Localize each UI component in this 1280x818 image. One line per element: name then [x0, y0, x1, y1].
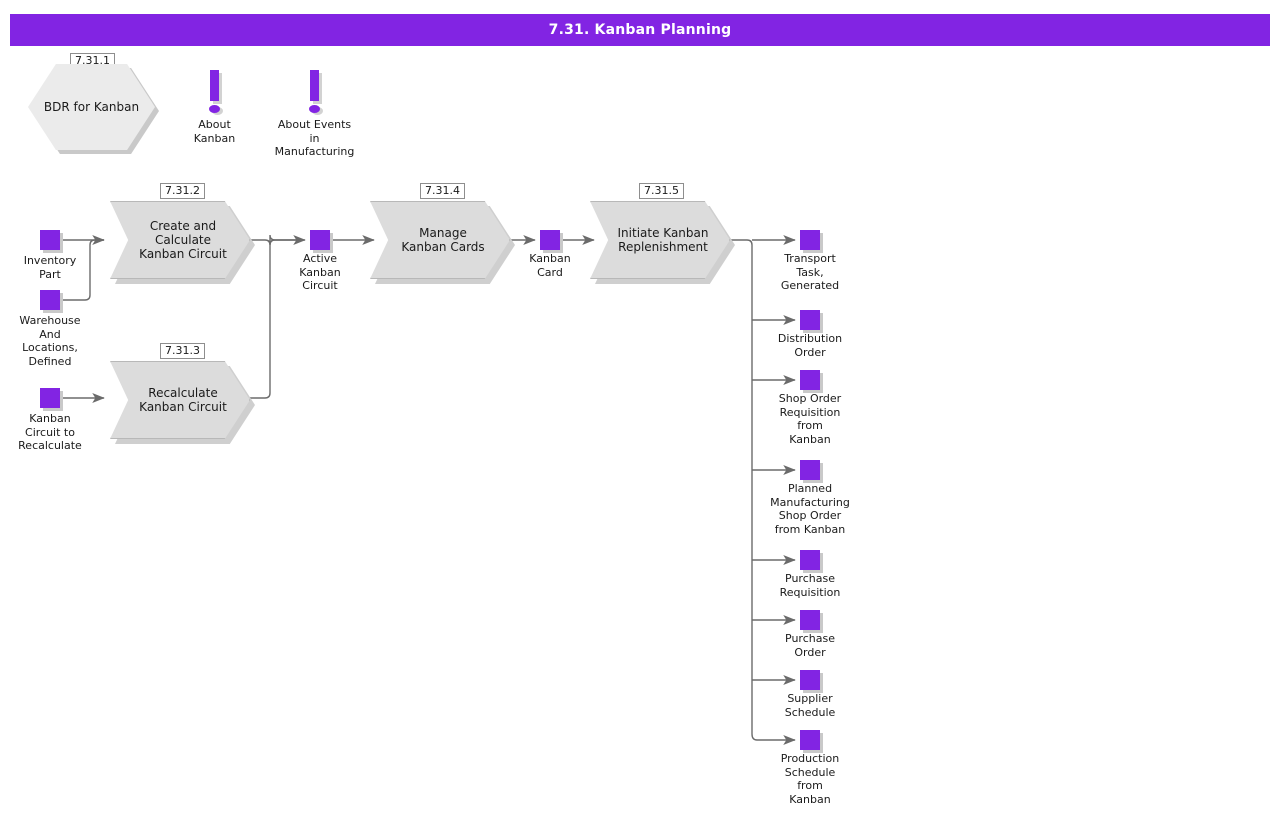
manage-kanban-cards-label: Manage Kanban Cards	[401, 226, 485, 254]
hexagon-shape: BDR for Kanban	[28, 64, 155, 150]
kanban-card-label: Kanban Card	[529, 252, 571, 279]
chevron-shape: Create and Calculate Kanban Circuit	[110, 201, 250, 279]
data-square-icon	[800, 230, 820, 250]
bdr-for-kanban-label: BDR for Kanban	[43, 100, 140, 114]
node-bdr-for-kanban[interactable]: BDR for Kanban	[28, 64, 159, 154]
about-kanban-label: About Kanban	[193, 118, 236, 145]
exclamation-icon	[210, 70, 219, 101]
id-tag-7-31-3: 7.31.3	[160, 343, 205, 359]
data-square-icon	[800, 730, 820, 750]
data-square-icon	[800, 310, 820, 330]
node-about-events-in-manufacturing[interactable]: About Events in Manufacturing	[275, 70, 354, 158]
data-square-icon	[800, 610, 820, 630]
kanban-circuit-to-recalculate-label: Kanban Circuit to Recalculate	[18, 412, 82, 452]
data-square-icon	[40, 230, 60, 250]
warehouse-and-locations-defined-label: Warehouse And Locations, Defined	[19, 314, 81, 368]
inventory-part-label: Inventory Part	[23, 254, 77, 281]
chevron-shape: Initiate Kanban Replenishment	[590, 201, 730, 279]
node-initiate-kanban-replenishment[interactable]: Initiate Kanban Replenishment	[590, 201, 735, 284]
data-square-icon	[310, 230, 330, 250]
initiate-kanban-replenishment-label: Initiate Kanban Replenishment	[617, 226, 709, 254]
node-manage-kanban-cards[interactable]: Manage Kanban Cards	[370, 201, 515, 284]
supplier-schedule-label: Supplier Schedule	[784, 692, 836, 719]
data-square-icon	[540, 230, 560, 250]
data-square-icon	[800, 370, 820, 390]
purchase-requisition-label: Purchase Requisition	[779, 572, 841, 599]
about-events-in-manufacturing-label: About Events in Manufacturing	[274, 118, 355, 158]
shop-order-requisition-from-kanban-label: Shop Order Requisition from Kanban	[778, 392, 842, 446]
data-square-icon	[40, 388, 60, 408]
purchase-order-label: Purchase Order	[785, 632, 835, 659]
transport-task-generated-label: Transport Task, Generated	[780, 252, 840, 292]
page-title: 7.31. Kanban Planning	[10, 14, 1270, 46]
node-create-and-calculate-kanban-circuit[interactable]: Create and Calculate Kanban Circuit	[110, 201, 255, 284]
recalculate-kanban-circuit-label: Recalculate Kanban Circuit	[139, 386, 227, 414]
exclamation-icon	[310, 70, 319, 101]
planned-manufacturing-shop-order-from-kanban-label: Planned Manufacturing Shop Order from Ka…	[770, 482, 850, 536]
data-square-icon	[40, 290, 60, 310]
data-square-icon	[800, 550, 820, 570]
data-square-icon	[800, 460, 820, 480]
chevron-shape: Manage Kanban Cards	[370, 201, 510, 279]
edge-create-to-active-circuit	[250, 234, 306, 246]
exclamation-dot-icon	[309, 105, 320, 113]
create-and-calculate-kanban-circuit-label: Create and Calculate Kanban Circuit	[139, 219, 227, 261]
id-tag-7-31-5: 7.31.5	[639, 183, 684, 199]
data-square-icon	[800, 670, 820, 690]
id-tag-7-31-4: 7.31.4	[420, 183, 465, 199]
id-tag-7-31-2: 7.31.2	[160, 183, 205, 199]
active-kanban-circuit-label: Active Kanban Circuit	[299, 252, 341, 292]
exclamation-dot-icon	[209, 105, 220, 113]
node-about-kanban[interactable]: About Kanban	[194, 70, 235, 145]
production-schedule-from-kanban-label: Production Schedule from Kanban	[780, 752, 840, 806]
distribution-order-label: Distribution Order	[777, 332, 843, 359]
chevron-shape: Recalculate Kanban Circuit	[110, 361, 250, 439]
node-recalculate-kanban-circuit[interactable]: Recalculate Kanban Circuit	[110, 361, 255, 444]
